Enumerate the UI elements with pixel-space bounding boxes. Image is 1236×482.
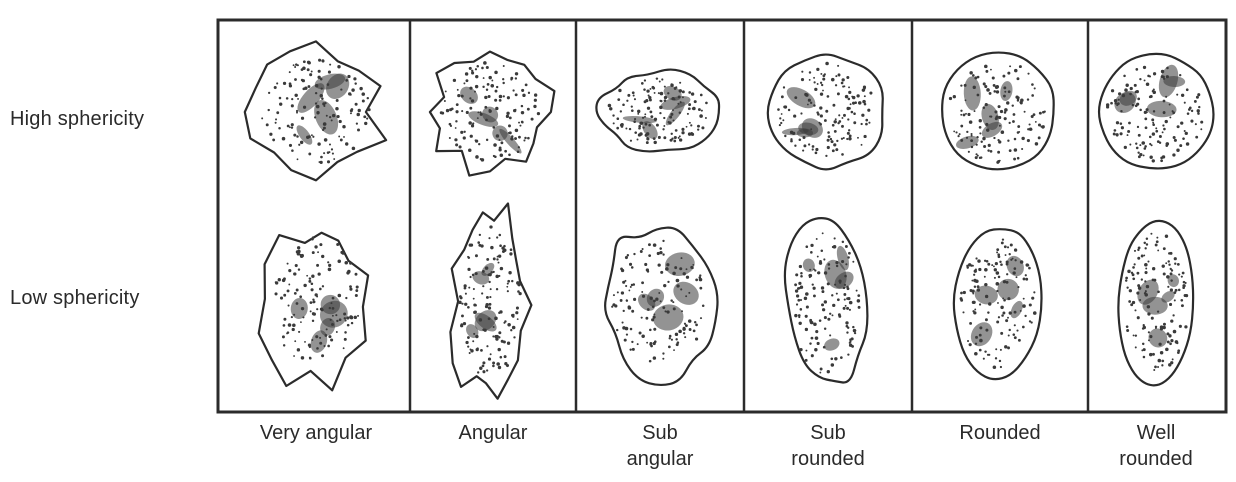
grain-high-sphericity-very-angular <box>245 41 386 180</box>
col-label-sub-rounded: Sub rounded <box>744 420 912 472</box>
col-label-angular: Angular <box>410 420 576 446</box>
grain-illustrations <box>245 41 1214 398</box>
col-label-well-rounded: Well rounded <box>1086 420 1226 472</box>
grain-low-sphericity-very-angular <box>259 233 368 391</box>
grain-low-sphericity-well-rounded <box>1118 221 1193 385</box>
grain-high-sphericity-sub-angular <box>596 70 719 152</box>
grain-high-sphericity-sub-rounded <box>768 55 883 170</box>
col-label-very-angular: Very angular <box>218 420 414 446</box>
grain-low-sphericity-angular <box>450 204 531 399</box>
grain-low-sphericity-rounded <box>954 229 1042 379</box>
grain-high-sphericity-well-rounded <box>1099 54 1213 169</box>
grain-high-sphericity-angular <box>430 52 555 176</box>
grain-low-sphericity-sub-angular <box>605 228 717 385</box>
grain-high-sphericity-rounded <box>942 53 1054 170</box>
grain-low-sphericity-sub-rounded <box>785 218 868 382</box>
col-label-sub-angular: Sub angular <box>576 420 744 472</box>
col-label-rounded: Rounded <box>912 420 1088 446</box>
